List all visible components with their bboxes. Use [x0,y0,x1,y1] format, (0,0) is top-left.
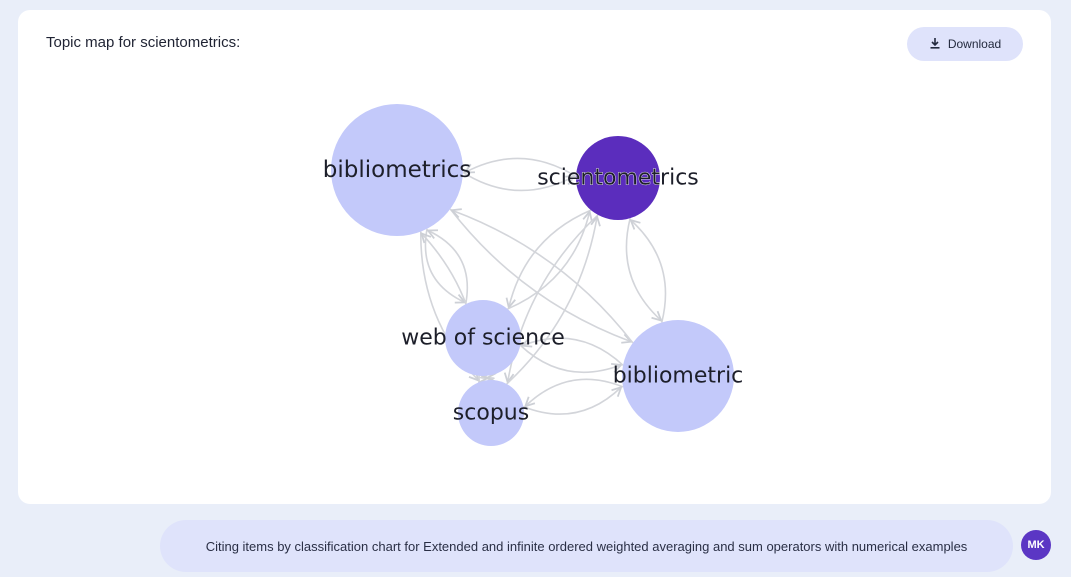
graph-edge [625,218,661,320]
graph-node-bibliometric[interactable] [622,320,734,432]
card-title: Topic map for scientometrics: [46,34,241,51]
graph-edge [507,212,590,310]
graph-edge [424,228,464,303]
graph-edge [508,214,599,382]
graph-node-web-of-science[interactable] [445,300,521,376]
graph-edge [462,171,574,192]
graph-edge [449,208,631,342]
graph-edge [631,220,667,323]
graph-edge [525,378,624,406]
download-icon [929,37,941,52]
graph-edge [487,378,494,380]
graph-edge [480,376,487,378]
avatar[interactable]: MK [1021,530,1051,560]
graph-edge [509,209,592,307]
graph-edge [519,344,621,374]
graph-edge [465,157,577,178]
graph-node-label: scientometrics [537,166,699,191]
graph-node-label: web of science [401,326,564,351]
graph-edge [452,210,634,344]
graph-node-scopus[interactable] [458,380,524,446]
graph-nodes: bibliometrics scientometrics web of scienc… [323,104,744,446]
download-button-label: Download [947,37,1002,51]
chat-message-text: Citing items by classification chart for… [205,538,968,554]
graph-edge [522,337,624,366]
graph-node-label: bibliometric [613,364,744,389]
graph-node-bibliometrics[interactable] [331,104,463,236]
graph-edges [420,157,667,415]
topic-network-graph: bibliometrics scientometrics web of scienc… [323,104,744,446]
download-button[interactable]: Download [907,27,1023,61]
graph-node-label: bibliometrics [323,157,472,183]
graph-edge [428,231,469,305]
graph-edge [506,217,597,385]
graph-edge [523,387,621,415]
topic-map-card: Topic map for scientometrics: Download b… [18,10,1051,504]
chat-message-bubble[interactable]: Citing items by classification chart for… [160,520,1013,572]
graph-node-label: scopus [453,401,529,426]
graph-node-scientometrics[interactable] [576,136,660,220]
